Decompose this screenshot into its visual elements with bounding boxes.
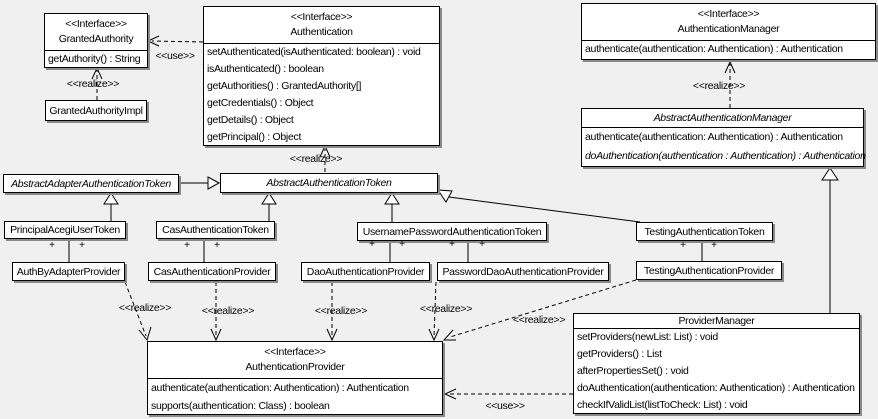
method-label: afterPropertiesSet() : void — [577, 365, 689, 377]
class-name: AuthByAdapterProvider — [16, 265, 121, 278]
open-arrow-icon — [326, 328, 338, 342]
class-name: AbstractAuthenticationToken — [266, 177, 392, 189]
method-label: isAuthenticated() : boolean — [207, 63, 324, 75]
class-box-abstractauthenticationmanager[interactable]: AbstractAuthenticationManager authentica… — [581, 108, 866, 167]
class-box-passworddaoauthenticationprovider[interactable]: PasswordDaoAuthenticationProvider — [437, 262, 609, 281]
triangle-icon — [384, 192, 400, 205]
method-label: doAuthentication(authentication : Authen… — [585, 150, 866, 162]
class-name: PrincipalAcegiUserToken — [10, 224, 120, 236]
edge-testingtoken-generalization — [448, 196, 641, 223]
method-label: setAuthenticated(isAuthenticated: boolea… — [207, 46, 421, 58]
realize-label: <<realize>> — [692, 80, 746, 92]
class-name: GrantedAuthorityImpl — [49, 104, 143, 117]
class-name: TestingAuthenticationProvider — [643, 264, 775, 277]
class-name: AbstractAuthenticationManager — [653, 112, 792, 124]
triangle-icon — [821, 167, 839, 181]
realize-label: <<realize>> — [314, 305, 368, 317]
method-label: getPrincipal() : Object — [207, 131, 302, 143]
method-label: authenticate(authentication: Authenticat… — [585, 131, 843, 143]
open-arrow-icon — [428, 328, 440, 342]
method-label: getDetails() : Object — [207, 114, 294, 126]
class-box-authentication[interactable]: <<Interface>> Authentication setAuthenti… — [203, 6, 440, 146]
class-box-authenticationmanager[interactable]: <<Interface>> AuthenticationManager auth… — [581, 3, 876, 60]
class-box-daoauthenticationprovider[interactable]: DaoAuthenticationProvider — [301, 262, 430, 281]
class-box-casauthenticationtoken[interactable]: CasAuthenticationToken — [156, 221, 275, 239]
open-arrow-icon — [443, 388, 457, 400]
class-box-casauthenticationprovider[interactable]: CasAuthenticationProvider — [148, 262, 276, 281]
method-label: getProviders() : List — [577, 348, 662, 360]
method-label: getAuthority() : String — [48, 53, 141, 65]
plus-marker: + — [449, 239, 455, 250]
triangle-icon — [103, 192, 119, 205]
class-name: PasswordDaoAuthenticationProvider — [442, 265, 604, 278]
realize-label: <<realize>> — [118, 302, 172, 314]
open-arrow-icon — [319, 144, 331, 158]
class-box-providermanager[interactable]: ProviderManager setProviders(newList: Li… — [573, 313, 860, 414]
class-name: CasAuthenticationProvider — [153, 265, 271, 278]
method-label: supports(authentication: Class) : boolea… — [151, 400, 330, 412]
plus-marker: + — [479, 239, 485, 250]
class-name: ProviderManager — [678, 315, 755, 327]
class-name: UsernamePasswordAuthenticationToken — [362, 225, 542, 238]
open-arrow-icon — [442, 329, 456, 341]
class-name: TestingAuthenticationToken — [644, 225, 765, 238]
plus-marker: + — [399, 239, 405, 250]
class-name: CasAuthenticationToken — [162, 224, 269, 236]
method-label: setProviders(newList: List) : void — [577, 331, 718, 343]
class-box-testingauthenticationtoken[interactable]: TestingAuthenticationToken — [636, 222, 773, 241]
realize-label: <<realize>> — [66, 78, 120, 90]
use-label: <<use>> — [485, 400, 525, 412]
method-label: getCredentials() : Object — [207, 97, 314, 109]
plus-marker: + — [79, 240, 85, 251]
class-box-abstractauthenticationtoken[interactable]: AbstractAuthenticationToken — [220, 173, 438, 193]
open-arrow-icon — [210, 328, 222, 342]
stereotype-label: <<Interface>> — [264, 346, 326, 358]
open-arrow-icon — [146, 35, 160, 47]
class-name: Authentication — [290, 26, 353, 38]
realize-label: <<realize>> — [512, 314, 566, 326]
edge-testingprovider-realize — [449, 279, 637, 338]
triangle-icon — [437, 189, 453, 203]
method-label: authenticate(authentication: Authenticat… — [585, 43, 843, 55]
class-box-usernamepasswordauthenticationtoken[interactable]: UsernamePasswordAuthenticationToken — [357, 222, 547, 241]
realize-label: <<realize>> — [419, 303, 473, 315]
triangle-icon — [261, 192, 277, 205]
open-arrow-icon — [724, 60, 736, 74]
class-name: DaoAuthenticationProvider — [306, 265, 425, 278]
class-box-abstractadapterauthenticationtoken[interactable]: AbstractAdapterAuthenticationToken — [3, 174, 179, 193]
realize-label: <<realize>> — [289, 153, 343, 165]
class-name: AuthenticationManager — [677, 23, 780, 35]
plus-marker: + — [49, 240, 55, 251]
stereotype-label: <<Interface>> — [65, 18, 127, 30]
method-label: checkIfValidList(listToCheck: List) : vo… — [577, 399, 748, 411]
use-label: <<use>> — [155, 50, 195, 62]
class-box-grantedauthorityimpl[interactable]: GrantedAuthorityImpl — [45, 100, 147, 121]
method-label: doAuthentication(authentication: Authent… — [577, 382, 855, 394]
class-box-principalacegiusertoken[interactable]: PrincipalAcegiUserToken — [4, 221, 126, 239]
class-box-testingauthenticationprovider[interactable]: TestingAuthenticationProvider — [636, 261, 782, 280]
class-box-authenticationprovider[interactable]: <<Interface>> AuthenticationProvider aut… — [147, 341, 443, 415]
edge-authentication-use — [151, 40, 204, 43]
open-arrow-icon — [138, 326, 152, 342]
open-arrow-icon — [91, 66, 103, 80]
class-name: AuthenticationProvider — [245, 361, 345, 373]
realize-label: <<realize>> — [201, 305, 255, 317]
class-box-grantedauthority[interactable]: <<Interface>> GrantedAuthority getAuthor… — [44, 13, 148, 68]
method-label: authenticate(authentication: Authenticat… — [151, 382, 409, 394]
edge-passworddaoprovider-realize — [433, 281, 437, 337]
class-name: GrantedAuthority — [58, 33, 134, 45]
plus-marker: + — [369, 239, 375, 250]
stereotype-label: <<Interface>> — [290, 11, 353, 23]
plus-marker: + — [214, 240, 220, 251]
triangle-icon — [207, 176, 221, 190]
plus-marker: + — [711, 240, 717, 251]
method-label: getAuthorities() : GrantedAuthority[] — [207, 80, 362, 92]
stereotype-label: <<Interface>> — [697, 8, 760, 20]
class-box-authbyadapterprovider[interactable]: AuthByAdapterProvider — [12, 262, 125, 281]
class-name: AbstractAdapterAuthenticationToken — [11, 177, 171, 190]
edge-authbyadapter-realize — [124, 281, 147, 337]
plus-marker: + — [184, 240, 190, 251]
plus-marker: + — [680, 240, 686, 251]
